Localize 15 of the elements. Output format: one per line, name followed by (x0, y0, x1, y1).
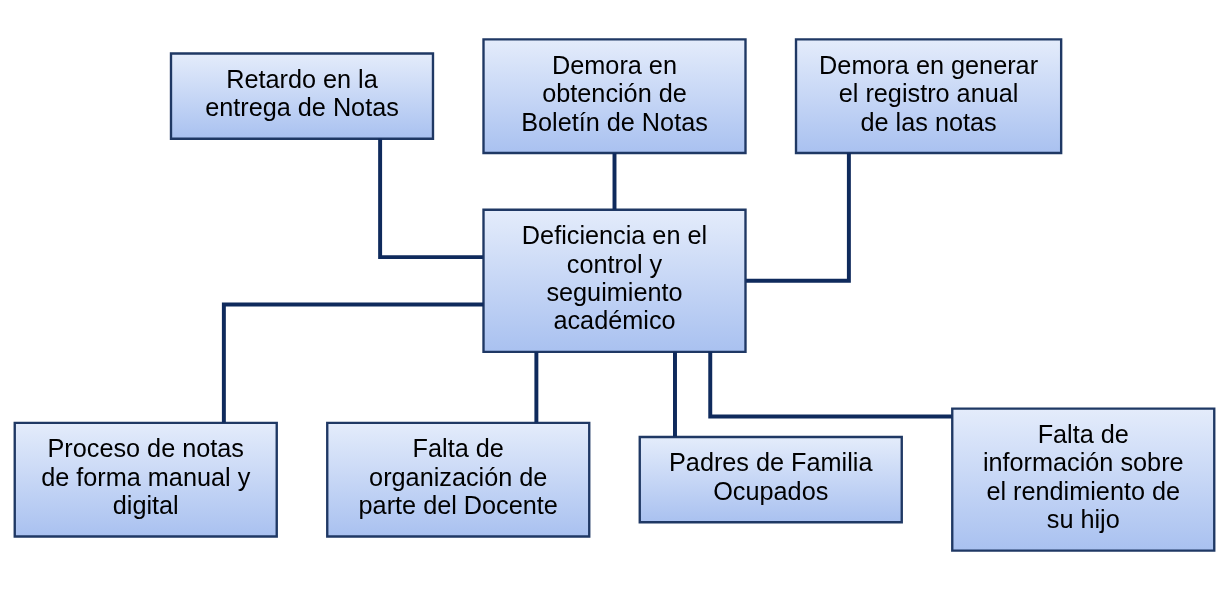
node-box: Deficiencia en el control y seguimiento académico (482, 208, 747, 353)
node-box: Falta de organización de parte del Docente (326, 421, 591, 538)
node-box: Demora en generar el registro anual de las notas (794, 38, 1063, 155)
connector (378, 138, 483, 260)
connector (534, 352, 539, 423)
node-box: Proceso de notas de forma manual y digital (13, 421, 278, 538)
node-box: Demora en obtención de Boletín de Notas (482, 38, 747, 155)
connector (746, 153, 851, 283)
node-box: Retardo en la entrega de Notas (169, 52, 435, 140)
connector (221, 302, 484, 423)
connector (612, 153, 617, 210)
node-box: Padres de Familia Ocupados (638, 435, 903, 524)
connector (673, 352, 677, 437)
connector (708, 351, 952, 419)
node-box: Falta de información sobre el rendimiento de su hijo (951, 407, 1216, 552)
